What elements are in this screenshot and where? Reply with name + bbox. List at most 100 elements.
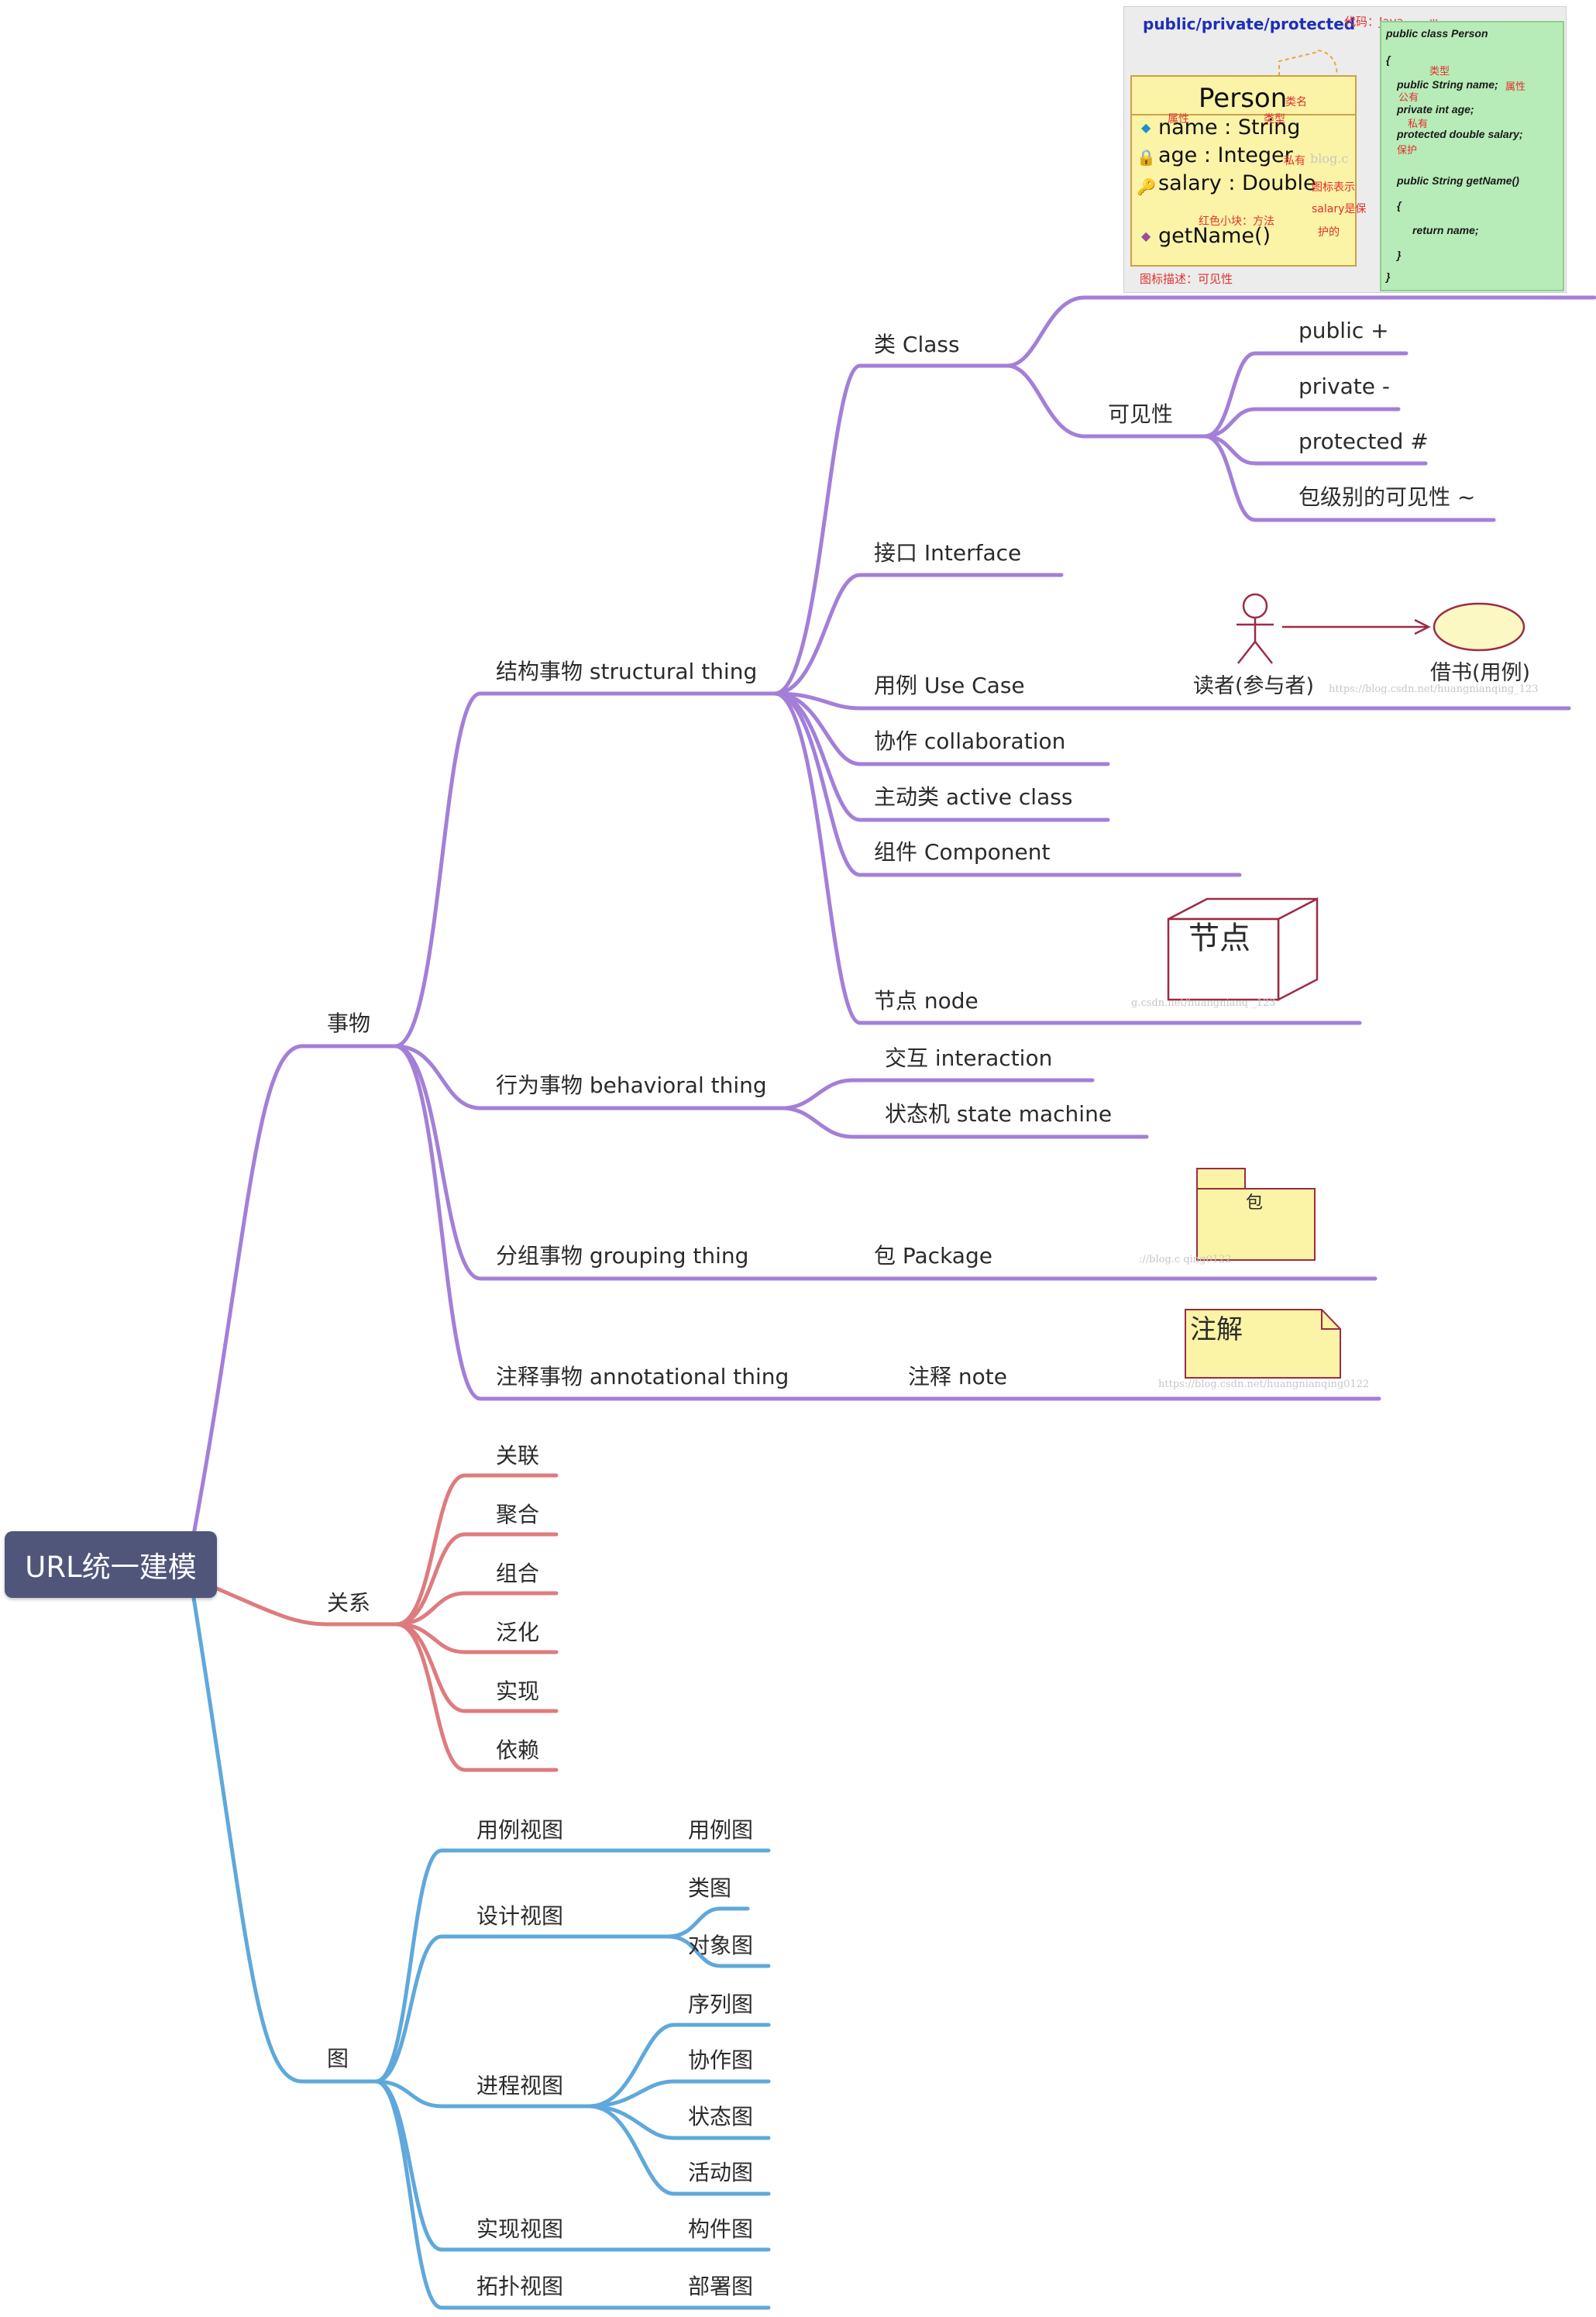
- inset-icon-desc: 图标描述：可见性: [1140, 272, 1233, 286]
- node-package[interactable]: 包 Package: [874, 1243, 992, 1269]
- inset-diamond-icon-1: ◆: [1141, 120, 1151, 135]
- inset-code-line-2: public String name;: [1397, 78, 1498, 91]
- inset-lock-icon: 🔒: [1137, 148, 1156, 167]
- inset-key-icon: 🔑: [1137, 177, 1156, 196]
- inset-header: public/private/protected: [1143, 15, 1356, 33]
- inset-attr-age: age : Integer: [1158, 143, 1293, 167]
- inset-salary-note-2: 护的: [1318, 226, 1340, 239]
- inset-icon-note: 图标表示: [1312, 181, 1355, 194]
- note-icon: [1185, 1309, 1341, 1379]
- inset-code-line-7: return name;: [1412, 224, 1479, 236]
- inset-method-note: 红色小块：方法: [1199, 215, 1274, 228]
- node-state-machine[interactable]: 状态机 state machine: [885, 1101, 1113, 1127]
- node-sequence-diagram[interactable]: 序列图: [688, 1992, 754, 2017]
- inset-code-attr-note: 属性: [1505, 81, 1526, 93]
- root-node[interactable]: URL统一建模: [5, 1531, 217, 1598]
- node-process-view[interactable]: 进程视图: [476, 2073, 564, 2098]
- inset-class-name: Person: [1199, 83, 1288, 114]
- inset-type-note: 类型: [1264, 113, 1285, 126]
- inset-method: getName(): [1158, 224, 1271, 248]
- inset-code-line-4: protected double salary;: [1397, 128, 1523, 140]
- inset-code-private-note: 私有: [1408, 119, 1429, 130]
- java-code-box: [1380, 21, 1564, 291]
- node-relation-generalization[interactable]: 泛化: [496, 1620, 540, 1645]
- node-class[interactable]: 类 Class: [874, 332, 960, 357]
- node-annotational-thing[interactable]: 注释事物 annotational thing: [496, 1364, 789, 1389]
- diagrams-connectors: [191, 1596, 771, 2310]
- node-relation-aggregation[interactable]: 聚合: [496, 1502, 540, 1527]
- node-object-diagram[interactable]: 对象图: [688, 1933, 754, 1958]
- node-active-class[interactable]: 主动类 active class: [874, 784, 1073, 810]
- node-class-diagram[interactable]: 类图: [688, 1875, 732, 1901]
- node-topology-view[interactable]: 拓扑视图: [476, 2274, 564, 2299]
- node-deploy-diagram[interactable]: 部署图: [688, 2274, 754, 2299]
- inset-attr-note: 属性: [1168, 113, 1189, 126]
- things-connectors: [191, 295, 1596, 1537]
- node-vis-private[interactable]: private -: [1298, 374, 1391, 399]
- inset-code-line-3: private int age;: [1397, 103, 1474, 115]
- uml-class-inset-image: public/private/protected 代码：Java 类 Perso…: [1123, 6, 1567, 293]
- node-vis-package[interactable]: 包级别的可见性 ~: [1298, 484, 1476, 510]
- node-vis-protected[interactable]: protected #: [1298, 429, 1429, 454]
- branch-diagrams[interactable]: 图: [327, 2046, 349, 2071]
- node-activity-diagram[interactable]: 活动图: [688, 2160, 754, 2185]
- node-usecase-view[interactable]: 用例视图: [476, 1817, 564, 1843]
- node-state-diagram[interactable]: 状态图: [688, 2104, 754, 2129]
- node-box-icon: [1167, 897, 1319, 1002]
- inset-code-protect-note: 保护: [1397, 145, 1418, 157]
- node-box-label: 节点: [1188, 921, 1250, 956]
- inset-code-public-note: 公有: [1398, 92, 1419, 104]
- node-interaction[interactable]: 交互 interaction: [885, 1045, 1053, 1071]
- node-collab-diagram[interactable]: 协作图: [688, 2047, 754, 2073]
- watermark-package: ://blog.c qing0122: [1139, 1254, 1232, 1265]
- node-interface[interactable]: 接口 Interface: [874, 540, 1022, 566]
- inset-code-line-6: {: [1397, 199, 1402, 212]
- actor-label: 读者(参与者): [1193, 674, 1315, 698]
- branch-things[interactable]: 事物: [327, 1010, 371, 1036]
- inset-code-type-note: 类型: [1429, 66, 1450, 77]
- package-icon: [1196, 1168, 1316, 1261]
- node-structural-thing[interactable]: 结构事物 structural thing: [496, 659, 758, 684]
- branch-relations[interactable]: 关系: [327, 1590, 371, 1616]
- watermark-node: g.csdn.net/huangnianq _123: [1131, 997, 1276, 1009]
- inset-attr-name: name : String: [1158, 115, 1301, 139]
- node-relation-dependency[interactable]: 依赖: [496, 1737, 540, 1763]
- node-usecase-diagram[interactable]: 用例图: [688, 1817, 754, 1843]
- inset-code-line-0: public class Person: [1386, 27, 1488, 40]
- inset-code-line-8: }: [1397, 249, 1402, 261]
- package-box-label: 包: [1246, 1193, 1264, 1213]
- inset-private-note: 私有: [1284, 155, 1305, 167]
- node-impl-view[interactable]: 实现视图: [476, 2216, 564, 2242]
- node-node[interactable]: 节点 node: [874, 988, 979, 1014]
- inset-class-name-note: 类名: [1285, 96, 1307, 108]
- inset-method-icon: ◆: [1141, 229, 1151, 243]
- usecase-ellipse-label: 借书(用例): [1430, 661, 1531, 685]
- watermark-usecase: https://blog.csdn.net/huangnianqing_123: [1329, 683, 1539, 695]
- inset-watermark: blog.c: [1310, 151, 1349, 166]
- node-usecase[interactable]: 用例 Use Case: [874, 673, 1025, 698]
- actor-icon: [1237, 593, 1431, 664]
- node-grouping-thing[interactable]: 分组事物 grouping thing: [496, 1243, 749, 1269]
- usecase-ellipse-icon: [1433, 602, 1525, 652]
- person-class-box: [1130, 75, 1357, 267]
- node-component-diagram[interactable]: 构件图: [688, 2216, 754, 2242]
- node-design-view[interactable]: 设计视图: [476, 1903, 564, 1929]
- inset-code-line-1: {: [1386, 53, 1391, 66]
- inset-code-line-5: public String getName(): [1397, 174, 1519, 187]
- inset-salary-note-1: salary是保: [1312, 203, 1367, 215]
- node-relation-realization[interactable]: 实现: [496, 1678, 540, 1704]
- inset-attr-salary: salary : Double: [1158, 171, 1316, 195]
- node-visibility[interactable]: 可见性: [1108, 401, 1174, 427]
- node-relation-composition[interactable]: 组合: [496, 1561, 540, 1586]
- node-component[interactable]: 组件 Component: [874, 839, 1051, 865]
- node-note[interactable]: 注释 note: [908, 1364, 1007, 1389]
- node-collaboration[interactable]: 协作 collaboration: [874, 728, 1066, 754]
- watermark-note: https://blog.csdn.net/huangnianqing0122: [1158, 1379, 1370, 1390]
- note-box-label: 注解: [1190, 1314, 1243, 1345]
- node-behavioral-thing[interactable]: 行为事物 behavioral thing: [496, 1072, 767, 1098]
- node-vis-public[interactable]: public +: [1298, 318, 1389, 343]
- inset-code-line-9: }: [1386, 270, 1391, 283]
- relations-connectors: [215, 1473, 559, 1772]
- node-relation-association[interactable]: 关联: [496, 1443, 540, 1468]
